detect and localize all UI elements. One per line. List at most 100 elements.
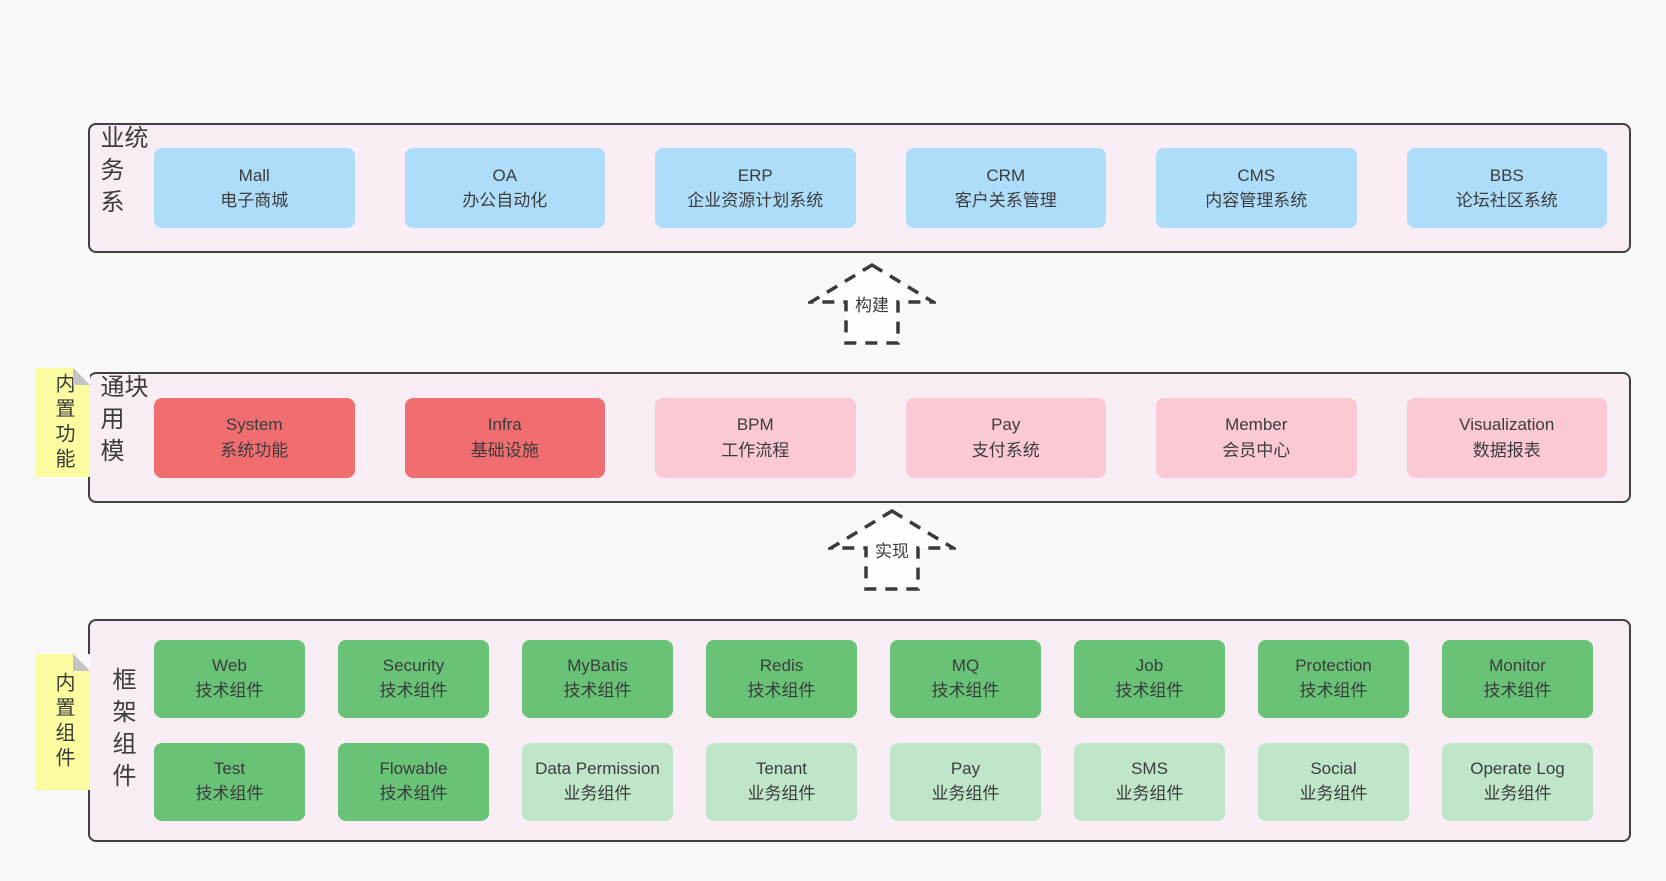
module-desc: 技术组件 (379, 784, 448, 803)
module-box-erp: ERP 企业资源计划系统 (655, 148, 856, 228)
implement-arrow-label: 实现 (873, 535, 911, 563)
module-desc: 技术组件 (1483, 681, 1552, 700)
module-name: Operate Log (1470, 759, 1565, 779)
module-desc: 论坛社区系统 (1455, 191, 1558, 210)
module-name: Pay (950, 759, 981, 779)
module-desc: 技术组件 (379, 681, 448, 700)
module-desc: 技术组件 (1115, 681, 1184, 700)
build-arrow-label: 构建 (853, 289, 891, 317)
module-box-web: Web 技术组件 (154, 640, 305, 718)
module-desc: 业务组件 (931, 784, 1000, 803)
module-box-crm: CRM 客户关系管理 (905, 148, 1106, 228)
sticky-fold-corner (73, 654, 90, 671)
module-box-bbs: BBS 论坛社区系统 (1406, 148, 1607, 228)
module-desc: 技术组件 (563, 681, 632, 700)
module-desc: 办公自动化 (462, 191, 548, 210)
module-name: BPM (736, 415, 774, 434)
sticky-text: 内置组件 (52, 672, 74, 772)
module-desc: 业务组件 (1299, 784, 1368, 803)
module-name: MQ (951, 656, 980, 676)
implement-arrow-icon: 实现 (828, 508, 956, 592)
module-box-flowable: Flowable 技术组件 (338, 743, 489, 821)
module-box-security: Security 技术组件 (338, 640, 489, 718)
module-desc: 系统功能 (220, 440, 289, 460)
module-desc: 基础设施 (470, 440, 539, 460)
module-name: BBS (1489, 165, 1524, 185)
module-name: Protection (1295, 656, 1372, 676)
module-name: Job (1135, 656, 1164, 676)
module-desc: 业务组件 (563, 784, 632, 803)
module-box-member: Member 会员中心 (1156, 397, 1357, 478)
module-desc: 技术组件 (1299, 681, 1368, 700)
built-in-functions-sticky: 内置功能 (36, 368, 90, 477)
module-box-sms: SMS 业务组件 (1074, 743, 1225, 821)
module-name: Tenant (755, 759, 808, 779)
module-desc: 电子商城 (220, 191, 289, 210)
module-name: Member (1225, 415, 1288, 434)
module-name: ERP (737, 165, 773, 185)
module-desc: 技术组件 (195, 681, 264, 700)
module-box-visualization: Visualization 数据报表 (1406, 397, 1607, 478)
module-desc: 内容管理系统 (1205, 191, 1308, 210)
module-name: Redis (759, 656, 804, 676)
module-desc: 业务组件 (1483, 784, 1552, 803)
module-desc: 支付系统 (971, 440, 1040, 460)
module-desc: 业务组件 (747, 784, 816, 803)
module-name: Infra (487, 415, 522, 434)
module-desc: 工作流程 (721, 440, 790, 460)
module-desc: 会员中心 (1222, 440, 1291, 460)
build-arrow-icon: 构建 (808, 262, 936, 346)
module-name: Monitor (1489, 656, 1546, 676)
module-box-data-permission: Data Permission 业务组件 (522, 743, 673, 821)
module-box-mybatis: MyBatis 技术组件 (522, 640, 673, 718)
module-name: MyBatis (567, 656, 628, 676)
common-modules-row: System 系统功能 Infra 基础设施 BPM 工作流程 Pay 支付系统 Member 会… (154, 397, 1607, 478)
module-name: Test (213, 759, 246, 779)
module-name: Data Permission (535, 759, 660, 779)
module-desc: 技术组件 (747, 681, 816, 700)
module-desc: 企业资源计划系统 (687, 191, 824, 210)
module-desc: 技术组件 (195, 784, 264, 803)
sticky-text: 内置功能 (52, 372, 74, 473)
module-name: SMS (1131, 759, 1168, 779)
side-label-text: 业务系统 (96, 125, 147, 221)
module-desc: 技术组件 (931, 681, 1000, 700)
module-box-monitor: Monitor 技术组件 (1442, 640, 1593, 718)
module-desc: 数据报表 (1472, 440, 1541, 460)
framework-components-side-label: 框架组件 (90, 621, 152, 840)
module-name: System (225, 415, 283, 434)
module-name: Web (212, 656, 247, 676)
module-box-system: System 系统功能 (154, 397, 355, 478)
module-name: Security (382, 656, 445, 676)
module-name: Visualization (1459, 415, 1555, 434)
module-name: Flowable (379, 759, 448, 779)
module-box-social: Social 业务组件 (1258, 743, 1409, 821)
built-in-components-sticky: 内置组件 (36, 654, 90, 790)
module-box-job: Job 技术组件 (1074, 640, 1225, 718)
sticky-fold-corner (73, 368, 90, 385)
module-desc: 业务组件 (1115, 784, 1184, 803)
module-box-protection: Protection 技术组件 (1258, 640, 1409, 718)
module-box-operate-log: Operate Log 业务组件 (1442, 743, 1593, 821)
business-systems-side-label: 业务系统 (90, 125, 152, 251)
module-name: Social (1310, 759, 1357, 779)
module-box-redis: Redis 技术组件 (706, 640, 857, 718)
module-box-tenant: Tenant 业务组件 (706, 743, 857, 821)
common-modules-boxes: System 系统功能 Infra 基础设施 BPM 工作流程 Pay 支付系统 Member 会… (152, 374, 1629, 501)
module-name: Pay (991, 415, 1021, 434)
module-name: CRM (986, 165, 1026, 185)
module-box-test: Test 技术组件 (154, 743, 305, 821)
module-desc: 客户关系管理 (954, 191, 1057, 210)
